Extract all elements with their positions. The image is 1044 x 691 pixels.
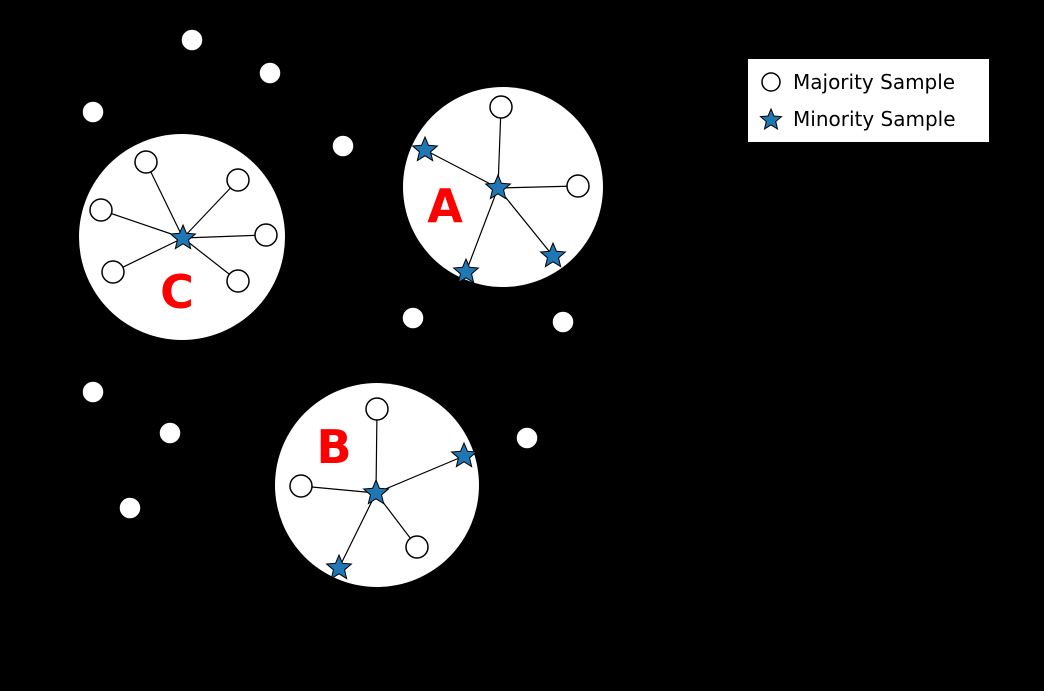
cluster-B-edge [338, 492, 377, 569]
majority-sample-node-cluster-A [489, 95, 513, 119]
majority-sample-node-cluster-C [101, 260, 125, 284]
majority-sample-node-cluster-A [566, 174, 590, 198]
majority-sample-node-cluster-B [365, 397, 389, 421]
cluster-A-edge [465, 187, 499, 273]
outlier-majority-sample-node [118, 496, 142, 520]
cluster-label-B: B [316, 420, 351, 474]
majority-sample-node-cluster-B [405, 535, 429, 559]
majority-sample-node-cluster-C [226, 269, 250, 293]
cluster-C-edge [182, 234, 267, 239]
cluster-B-edge [375, 455, 465, 494]
cluster-B-edge [300, 485, 377, 494]
minority-sample-icon [759, 107, 783, 130]
legend-item-minority: Minority Sample [758, 106, 989, 132]
outlier-majority-sample-node [158, 421, 182, 445]
outlier-majority-sample-node [331, 134, 355, 158]
cluster-C-edge [100, 209, 184, 239]
minority-sample-node-cluster-A [411, 135, 439, 162]
outlier-majority-sample-node [81, 100, 105, 124]
cluster-C-center-minority-node [169, 223, 197, 250]
minority-sample-node-cluster-B [325, 553, 353, 580]
cluster-label-C: C [160, 265, 194, 319]
outlier-majority-sample-node [180, 28, 204, 52]
outlier-majority-sample-node [258, 61, 282, 85]
cluster-A-edge [497, 187, 554, 257]
cluster-B-edge [375, 408, 378, 494]
outlier-majority-sample-node [551, 310, 575, 334]
cluster-label-A: A [427, 179, 463, 233]
legend-label-minority: Minority Sample [793, 106, 956, 131]
majority-sample-node-cluster-B [289, 474, 313, 498]
outlier-majority-sample-node [81, 380, 105, 404]
cluster-C-edge [145, 161, 184, 239]
legend-item-majority: Majority Sample [758, 69, 989, 95]
cluster-A-center-minority-node [484, 173, 512, 200]
cluster-A-edge [497, 185, 579, 189]
outlier-majority-sample-node [401, 306, 425, 330]
majority-sample-node-cluster-C [254, 223, 278, 247]
cluster-A-edge [497, 106, 502, 189]
minority-sample-node-cluster-A [452, 257, 480, 284]
majority-sample-node-cluster-C [89, 198, 113, 222]
minority-sample-node-cluster-B [450, 441, 478, 468]
cluster-C-edge [182, 179, 239, 239]
legend: Majority Sample Minority Sample [747, 58, 990, 143]
majority-sample-node-cluster-C [134, 150, 158, 174]
cluster-C-edge [112, 237, 184, 273]
outlier-majority-sample-node [515, 426, 539, 450]
majority-sample-icon [761, 72, 781, 93]
legend-label-majority: Majority Sample [793, 70, 956, 95]
cluster-A-edge [424, 149, 499, 189]
minority-sample-node-cluster-A [539, 241, 567, 268]
majority-sample-node-cluster-C [226, 168, 250, 192]
cluster-B-center-minority-node [362, 478, 390, 505]
